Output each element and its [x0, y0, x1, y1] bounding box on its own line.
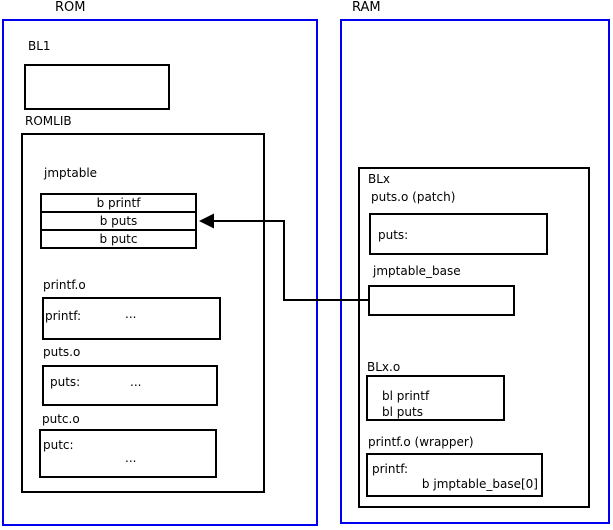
jmptable-entry-puts: b puts	[40, 211, 197, 231]
puts-o-label: puts.o	[43, 345, 81, 359]
jmptable-entry-putc: b putc	[40, 229, 197, 249]
printf-wrapper-label: printf.o (wrapper)	[368, 435, 474, 449]
jmptable-label: jmptable	[44, 166, 98, 180]
puts-patch-label: puts.o (patch)	[371, 190, 456, 204]
jmptable-base-label: jmptable_base	[373, 264, 461, 278]
jmptable-base-box	[368, 285, 515, 316]
bl1-box	[24, 64, 170, 110]
rom-frame: BL1 ROMLIB jmptable b printf b puts b pu…	[2, 19, 318, 526]
printf-wrapper-symbol: printf:	[372, 462, 409, 476]
ram-region-title: RAM	[352, 0, 381, 15]
puts-o-box: puts: ...	[42, 365, 218, 406]
printf-body-ellipsis: ...	[125, 307, 137, 321]
putc-symbol: putc:	[43, 438, 74, 452]
romlib-label: ROMLIB	[25, 114, 72, 128]
blx-label: BLx	[368, 172, 391, 186]
printf-o-label: printf.o	[43, 278, 86, 292]
blx-o-instruction-puts: bl puts	[382, 405, 423, 419]
blx-o-instruction-printf: bl printf	[382, 389, 430, 403]
printf-symbol: printf:	[45, 309, 82, 323]
bl1-label: BL1	[28, 39, 51, 53]
putc-body-ellipsis: ...	[125, 451, 137, 465]
puts-body-ellipsis: ...	[130, 375, 142, 389]
jmptable-entry-printf: b printf	[40, 193, 197, 213]
putc-o-label: putc.o	[42, 412, 80, 426]
blx-o-label: BLx.o	[367, 360, 401, 374]
romlib-box: jmptable b printf b puts b putc printf.o…	[21, 133, 265, 493]
ram-frame: BLx puts.o (patch) puts: jmptable_base B…	[340, 19, 610, 524]
puts-patch-box: puts:	[369, 213, 548, 255]
puts-symbol: puts:	[50, 375, 81, 389]
putc-o-box: putc: ...	[39, 429, 217, 478]
printf-wrapper-box: printf: b jmptable_base[0]	[366, 453, 543, 497]
rom-region-title: ROM	[55, 0, 86, 15]
blx-o-box: bl printf bl puts	[366, 375, 505, 421]
blx-box: BLx puts.o (patch) puts: jmptable_base B…	[358, 167, 590, 508]
printf-o-box: printf: ...	[42, 297, 221, 340]
printf-wrapper-branch-instruction: b jmptable_base[0]	[421, 477, 538, 491]
jmptable-box: b printf b puts b putc	[40, 193, 197, 249]
puts-patch-symbol: puts:	[378, 228, 409, 242]
